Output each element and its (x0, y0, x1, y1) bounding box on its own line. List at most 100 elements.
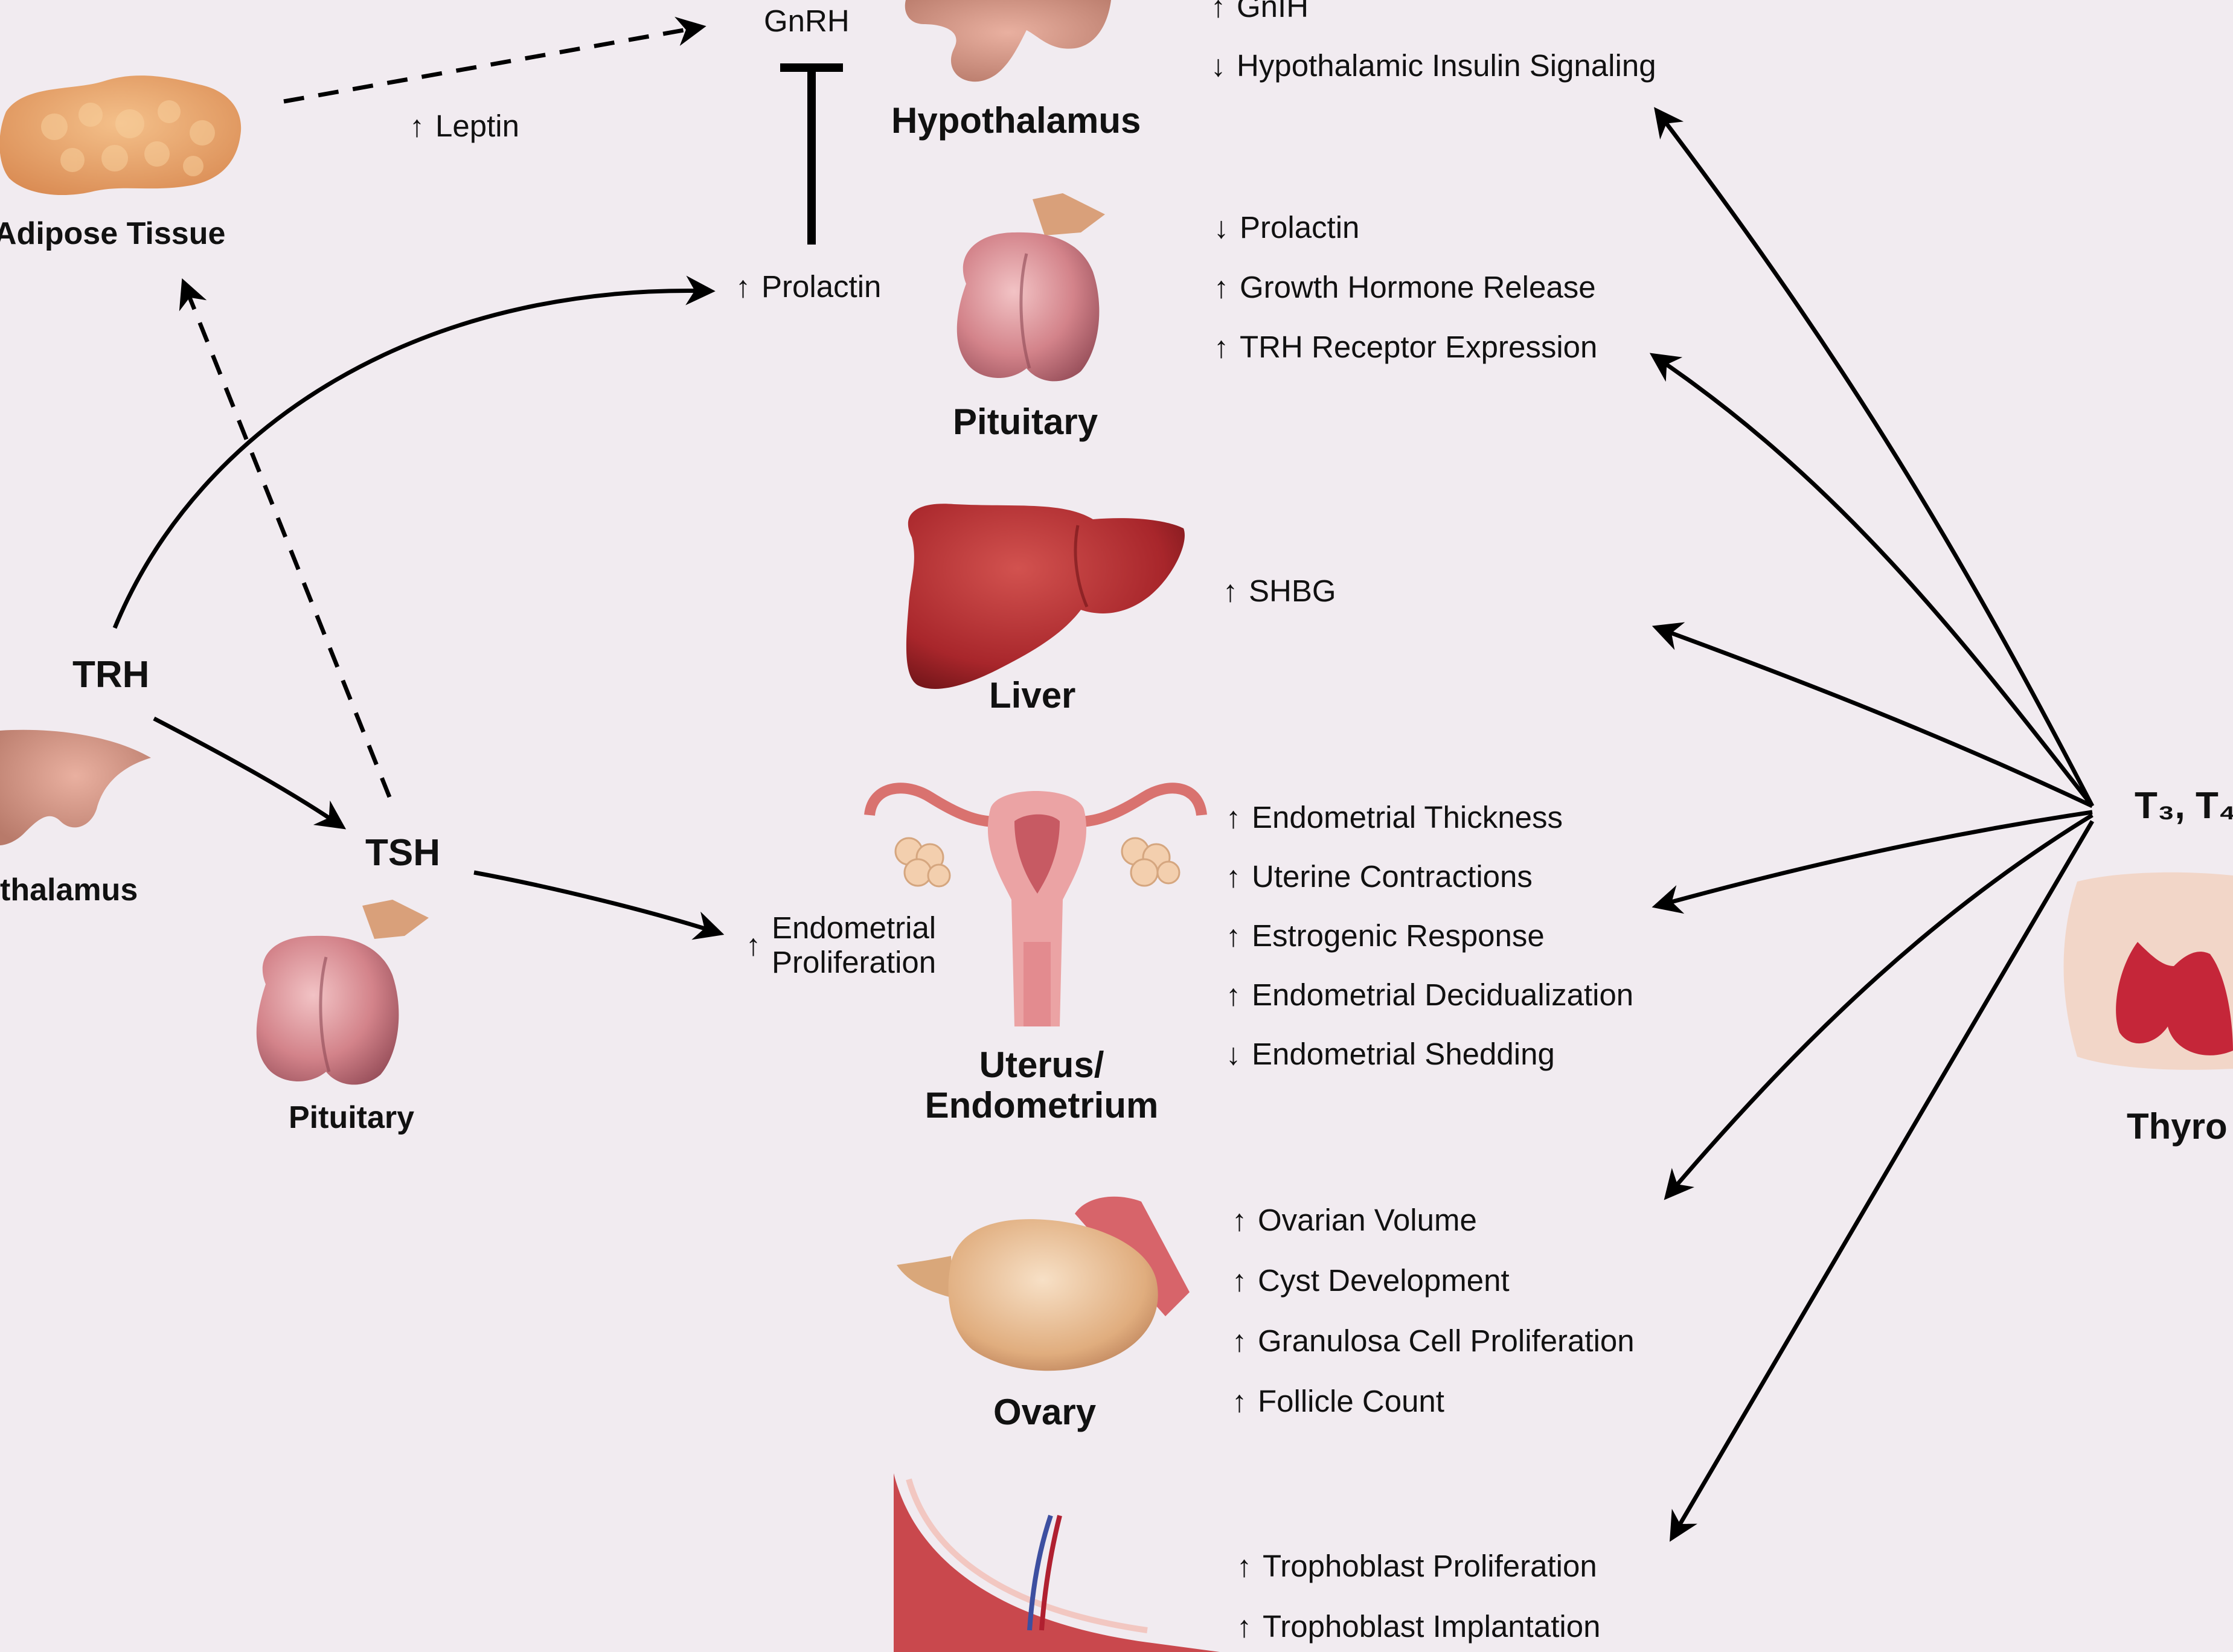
t3t4-to-ovary-arrow (1664, 813, 2094, 1200)
leptin-direction-icon: ↑ (409, 109, 424, 143)
pituitary-effects-item: ↑ TRH Receptor Expression (1214, 330, 1597, 364)
ovary-effects-item: ↑ Cyst Development (1232, 1263, 1510, 1298)
endometrial-proliferation-line-2: Proliferation (772, 945, 937, 980)
prolactin-effect: ↑ Prolactin (735, 269, 881, 304)
prolactin-label: Prolactin (761, 269, 882, 304)
pituitary-left-image (256, 900, 429, 1085)
up-arrow-icon: ↑ (1226, 860, 1241, 894)
up-arrow-icon: ↑ (1214, 271, 1229, 304)
uterus-effects-item-label: Estrogenic Response (1252, 918, 1545, 953)
thyroid-image (2063, 872, 2233, 1070)
pituitary-top-image (956, 193, 1105, 382)
ovary-effects-item: ↑ Granulosa Cell Proliferation (1232, 1324, 1635, 1358)
ovary-label: Ovary (993, 1392, 1097, 1432)
hypothalamus-effects-item: ↓ Hypothalamic Insulin Signaling (1211, 48, 1656, 83)
down-arrow-icon: ↓ (1214, 211, 1229, 245)
liver-effects-item-label: SHBG (1249, 574, 1336, 608)
adipose-tissue-image (0, 75, 242, 196)
prolactin-direction-icon: ↑ (735, 270, 751, 304)
placenta-image (894, 1473, 1220, 1652)
placenta-effects-item-label: Trophoblast Proliferation (1263, 1549, 1597, 1583)
thyroid-label: Thyro (2127, 1106, 2228, 1147)
ovary-effects-item: ↑ Follicle Count (1232, 1384, 1444, 1418)
tsh-to-endometrium-arrow (473, 870, 725, 940)
uterus-effects-item-label: Endometrial Shedding (1252, 1037, 1555, 1071)
up-arrow-icon: ↑ (1226, 919, 1241, 953)
connectors (112, 16, 2095, 1542)
hypothalamus-left-label: thalamus (0, 872, 138, 908)
up-arrow-icon: ↑ (1223, 574, 1238, 608)
hypothalamus-top-image (905, 0, 1111, 82)
uterus-effects-item: ↑ Estrogenic Response (1226, 918, 1545, 953)
tsh-label: TSH (365, 832, 440, 874)
placenta-effects-item-label: Trophoblast Implantation (1263, 1609, 1601, 1644)
liver-label: Liver (989, 675, 1076, 716)
hypothalamus-effects-item-label: Hypothalamic Insulin Signaling (1237, 48, 1656, 83)
endometrial-proliferation-line-1: Endometrial (772, 911, 937, 945)
pituitary-effects-item: ↓ Prolactin (1214, 210, 1359, 245)
trh-to-prolactin-arrow (112, 275, 716, 629)
up-arrow-icon: ↑ (1232, 1324, 1247, 1358)
uterus-label-line-1: Uterus/ (979, 1045, 1104, 1085)
uterus-endometrium-label: Uterus/ Endometrium (909, 1045, 1174, 1125)
liver-effects-item: ↑ SHBG (1223, 574, 1336, 608)
t3t4-to-placenta-arrow (1670, 820, 2095, 1542)
hypothalamus-effects-item-label: GnIH (1237, 0, 1309, 24)
uterus-effects-item-label: Endometrial Decidualization (1252, 978, 1634, 1012)
liver-image (906, 504, 1185, 689)
uterus-effects-item: ↑ Endometrial Thickness (1226, 800, 1563, 834)
up-arrow-icon: ↑ (1232, 1203, 1247, 1237)
gnrh-label: GnRH (764, 4, 850, 38)
placenta-effects-item: ↑ Trophoblast Implantation (1237, 1609, 1600, 1644)
pituitary-left-label: Pituitary (289, 1100, 415, 1135)
t3-t4-label: T₃, T₄ (2135, 785, 2233, 827)
uterus-image (864, 783, 1207, 1026)
uterus-effects-item-label: Uterine Contractions (1252, 859, 1533, 894)
leptin-label: Leptin (435, 109, 519, 143)
t3t4-to-hypothalamus-arrow (1654, 107, 2095, 807)
pituitary-effects-item-label: TRH Receptor Expression (1240, 330, 1598, 364)
down-arrow-icon: ↓ (1211, 49, 1226, 83)
pituitary-effects-item-label: Prolactin (1240, 210, 1360, 245)
trh-to-tsh-arrow (153, 716, 347, 830)
uterus-effects-item-label: Endometrial Thickness (1252, 800, 1563, 834)
t3t4-to-pituitary-arrow (1649, 353, 2094, 808)
ovary-effects-item-label: Follicle Count (1258, 1384, 1444, 1418)
uterus-effects-item: ↑ Uterine Contractions (1226, 859, 1533, 894)
uterus-label-line-2: Endometrium (924, 1085, 1159, 1126)
trh-label: TRH (72, 654, 150, 696)
t3t4-to-liver-arrow (1652, 622, 2094, 808)
uterus-effects-item: ↑ Endometrial Decidualization (1226, 978, 1633, 1012)
ovary-effects-item-label: Granulosa Cell Proliferation (1258, 1324, 1635, 1358)
pituitary-top-label: Pituitary (953, 402, 1098, 442)
t3t4-to-uterus-arrow (1652, 810, 2093, 914)
placenta-effects-item: ↑ Trophoblast Proliferation (1237, 1549, 1597, 1583)
ovary-effects-item: ↑ Ovarian Volume (1232, 1203, 1477, 1237)
up-arrow-icon: ↑ (1211, 0, 1226, 24)
up-arrow-icon: ↑ (1232, 1385, 1247, 1418)
up-arrow-icon: ↑ (1237, 1610, 1252, 1644)
up-arrow-icon: ↑ (1237, 1549, 1252, 1583)
pituitary-effects-item: ↑ Growth Hormone Release (1214, 270, 1596, 304)
hypothalamus-top-label: Hypothalamus (891, 100, 1141, 141)
ovary-image (897, 1196, 1190, 1371)
down-arrow-icon: ↓ (1226, 1037, 1241, 1071)
endometrial-proliferation-effect: ↑ Endometrial Proliferation (746, 911, 936, 979)
leptin-to-gnrh-arrow (283, 16, 706, 104)
hypothalamus-left-image (0, 729, 151, 845)
uterus-effects-item: ↓ Endometrial Shedding (1226, 1037, 1555, 1071)
hypothalamus-effects-item: ↑ GnIH (1211, 0, 1309, 24)
tsh-to-adipose-arrow (179, 278, 392, 798)
up-arrow-icon: ↑ (1226, 978, 1241, 1012)
up-arrow-icon: ↑ (1214, 330, 1229, 364)
pituitary-effects-item-label: Growth Hormone Release (1240, 270, 1596, 304)
endometrial-proliferation-direction-icon: ↑ (746, 928, 761, 962)
leptin-effect: ↑ Leptin (409, 109, 519, 143)
ovary-effects-item-label: Cyst Development (1258, 1263, 1510, 1298)
adipose-tissue-label: Adipose Tissue (0, 216, 226, 251)
ovary-effects-item-label: Ovarian Volume (1258, 1203, 1477, 1237)
up-arrow-icon: ↑ (1232, 1264, 1247, 1298)
up-arrow-icon: ↑ (1226, 801, 1241, 834)
